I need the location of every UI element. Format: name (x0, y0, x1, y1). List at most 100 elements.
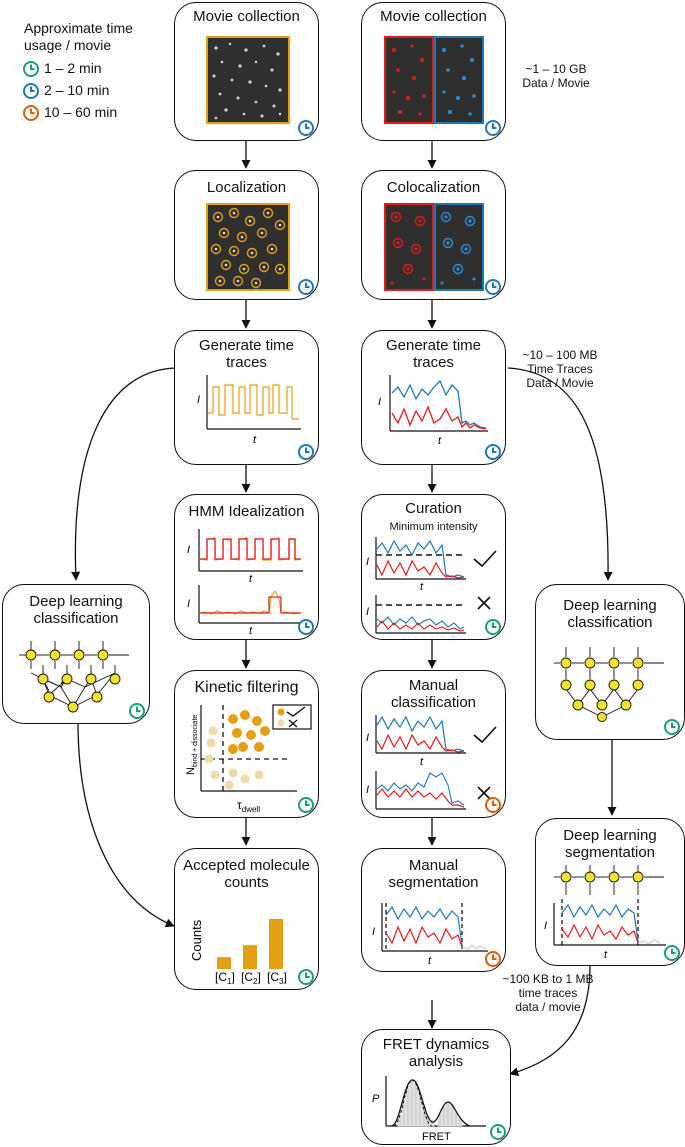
title-line: Accepted molecule (183, 857, 310, 874)
axis-label: I (366, 556, 369, 568)
svg-text:Nbind + dissociate: Nbind + dissociate (185, 715, 199, 775)
title-line: analysis (408, 1053, 464, 1070)
axis-label: t (249, 573, 253, 585)
clock-blue-icon (23, 83, 39, 99)
axis-label: t (420, 756, 424, 768)
title-line: classification (567, 614, 653, 631)
clock-green-icon (298, 797, 314, 813)
note-line: ~10 – 100 MB (522, 348, 598, 362)
axis-label: N (185, 767, 197, 775)
axis-label: P (372, 1093, 380, 1105)
arrow (77, 721, 175, 928)
axis-label-sub: bind + dissociate (192, 715, 199, 767)
svg-text:[C1]: [C1] (215, 970, 235, 986)
two-channel-movie-image (384, 36, 484, 124)
note-line: ~100 KB to 1 MB (502, 972, 594, 986)
check-icon (473, 550, 497, 568)
category-label: [C (215, 970, 227, 984)
movie-frame-image (206, 36, 290, 124)
clock-blue-icon (485, 279, 501, 295)
clock-blue-icon (485, 120, 501, 136)
kinetic-scatter-plot: Nbind + dissociate τdwell (185, 704, 312, 814)
box-title: HMM Idealization (188, 503, 305, 520)
axis-label: I (187, 598, 190, 610)
count-bar (269, 919, 283, 969)
two-color-trace-plot: I t (378, 375, 488, 445)
movie-collection-left-box: Movie collection (174, 2, 319, 141)
neural-network-icon (19, 641, 129, 713)
title-line: Generate time (385, 337, 482, 354)
title-line: classification (390, 694, 477, 711)
title-line: traces (413, 354, 454, 371)
manual-classification-plots: I t I (366, 715, 497, 810)
legend-label: 1 – 2 min (44, 60, 102, 76)
fret-histogram-plot: P FRET (372, 1076, 486, 1143)
legend-label: 10 – 60 min (44, 104, 118, 120)
category-label: [C (241, 970, 253, 984)
title-line: segmentation (388, 874, 479, 891)
axis-label: I (378, 396, 381, 408)
localization-box: Localization (174, 170, 319, 300)
axis-label: t (604, 949, 608, 961)
axis-label: I (187, 544, 190, 556)
clock-green-icon (129, 703, 145, 719)
counts-bar-chart: Counts [C1] [C2] [C3] (189, 919, 287, 986)
axis-label: I (366, 732, 369, 744)
title-line: segmentation (564, 844, 656, 861)
clock-green-icon (485, 619, 501, 635)
note-line: time traces (518, 986, 578, 1000)
box-title: Localization (206, 179, 287, 196)
arrow (71, 367, 177, 581)
colocalized-spots-image (384, 203, 484, 291)
cross-icon (477, 786, 491, 800)
clock-blue-icon (485, 444, 501, 460)
box-title: Colocalization (386, 179, 481, 196)
axis-label-sub: dwell (242, 805, 260, 814)
title-line: Deep learning (563, 827, 657, 844)
svg-text:[C2]: [C2] (241, 970, 261, 986)
note-line: Data / Movie (526, 376, 594, 390)
axis-label: t (253, 434, 257, 445)
neural-network-icon (554, 647, 664, 722)
axis-label: I (544, 920, 547, 932)
note-line: Time Traces (527, 362, 593, 376)
title-line: Generate time (198, 337, 295, 354)
clock-green-icon (298, 969, 314, 985)
curation-box: Curation Minimum intensity I t I (361, 494, 506, 640)
clock-orange-icon (23, 105, 39, 121)
title-line: counts (224, 874, 269, 891)
check-icon (473, 726, 497, 744)
localized-spots-image (206, 203, 290, 291)
curation-trace-plots: I t I (366, 537, 497, 634)
box-title: Curation (405, 500, 462, 517)
count-bar (243, 945, 257, 969)
colocalization-box: Colocalization (361, 170, 506, 300)
axis-label: τ (237, 798, 242, 812)
axis-label: t (438, 435, 442, 445)
category-label-sub: 1 (227, 977, 232, 986)
category-label: [C (267, 970, 279, 984)
single-trace-plot: I t (197, 375, 301, 445)
clock-orange-icon (485, 797, 501, 813)
segmentation-network-plot: I t (544, 865, 666, 961)
box-title: Movie collection (380, 8, 487, 25)
legend-label: 2 – 10 min (44, 82, 110, 98)
svg-text:[C3]: [C3] (267, 970, 287, 986)
axis-label: FRET (422, 1131, 451, 1143)
legend-title: Approximate time usage / movie (24, 20, 133, 54)
legend-title-line2: usage / movie (24, 37, 112, 53)
legend-title-line1: Approximate time (24, 20, 133, 36)
data-size-note-movie: ~1 – 10 GB Data / Movie (508, 62, 604, 90)
kinetic-filtering-box: Kinetic filtering Nbind + dissociate τdw… (174, 670, 319, 818)
